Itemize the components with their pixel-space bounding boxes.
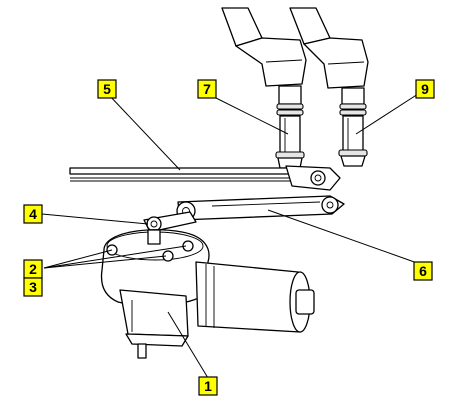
callout-4: 4 xyxy=(23,204,43,224)
leader-6 xyxy=(267,209,421,265)
leader-7 xyxy=(211,95,289,135)
svg-text:2: 2 xyxy=(29,261,37,277)
leader-2b xyxy=(43,255,167,269)
svg-text:4: 4 xyxy=(29,206,37,222)
wiper-linkage-rod xyxy=(69,165,341,191)
svg-text:7: 7 xyxy=(203,81,211,97)
callout-3: 3 xyxy=(23,277,43,297)
callout-7: 7 xyxy=(197,79,217,99)
leader-1 xyxy=(167,311,209,379)
svg-text:6: 6 xyxy=(419,263,427,279)
wiper-arm-right xyxy=(289,7,369,89)
leader-2a xyxy=(43,249,113,269)
connecting-rod xyxy=(176,195,345,221)
wiper-arm-left xyxy=(221,7,307,87)
callout-5: 5 xyxy=(97,79,117,99)
wiper-motor xyxy=(100,229,315,359)
leader-4 xyxy=(41,213,149,225)
svg-text:1: 1 xyxy=(204,378,212,394)
callout-6: 6 xyxy=(413,261,433,281)
wiper-spindle-left xyxy=(275,85,305,169)
svg-text:3: 3 xyxy=(29,279,37,295)
crank-arm xyxy=(143,211,197,233)
wiper-spindle-right xyxy=(338,87,368,167)
leader-2c xyxy=(43,245,187,269)
leader-5 xyxy=(107,93,181,171)
leader-9 xyxy=(355,93,419,135)
callout-2: 2 xyxy=(23,259,43,279)
svg-text:9: 9 xyxy=(421,81,429,97)
svg-text:5: 5 xyxy=(103,81,111,97)
callout-9: 9 xyxy=(415,79,435,99)
callout-1: 1 xyxy=(198,376,218,396)
